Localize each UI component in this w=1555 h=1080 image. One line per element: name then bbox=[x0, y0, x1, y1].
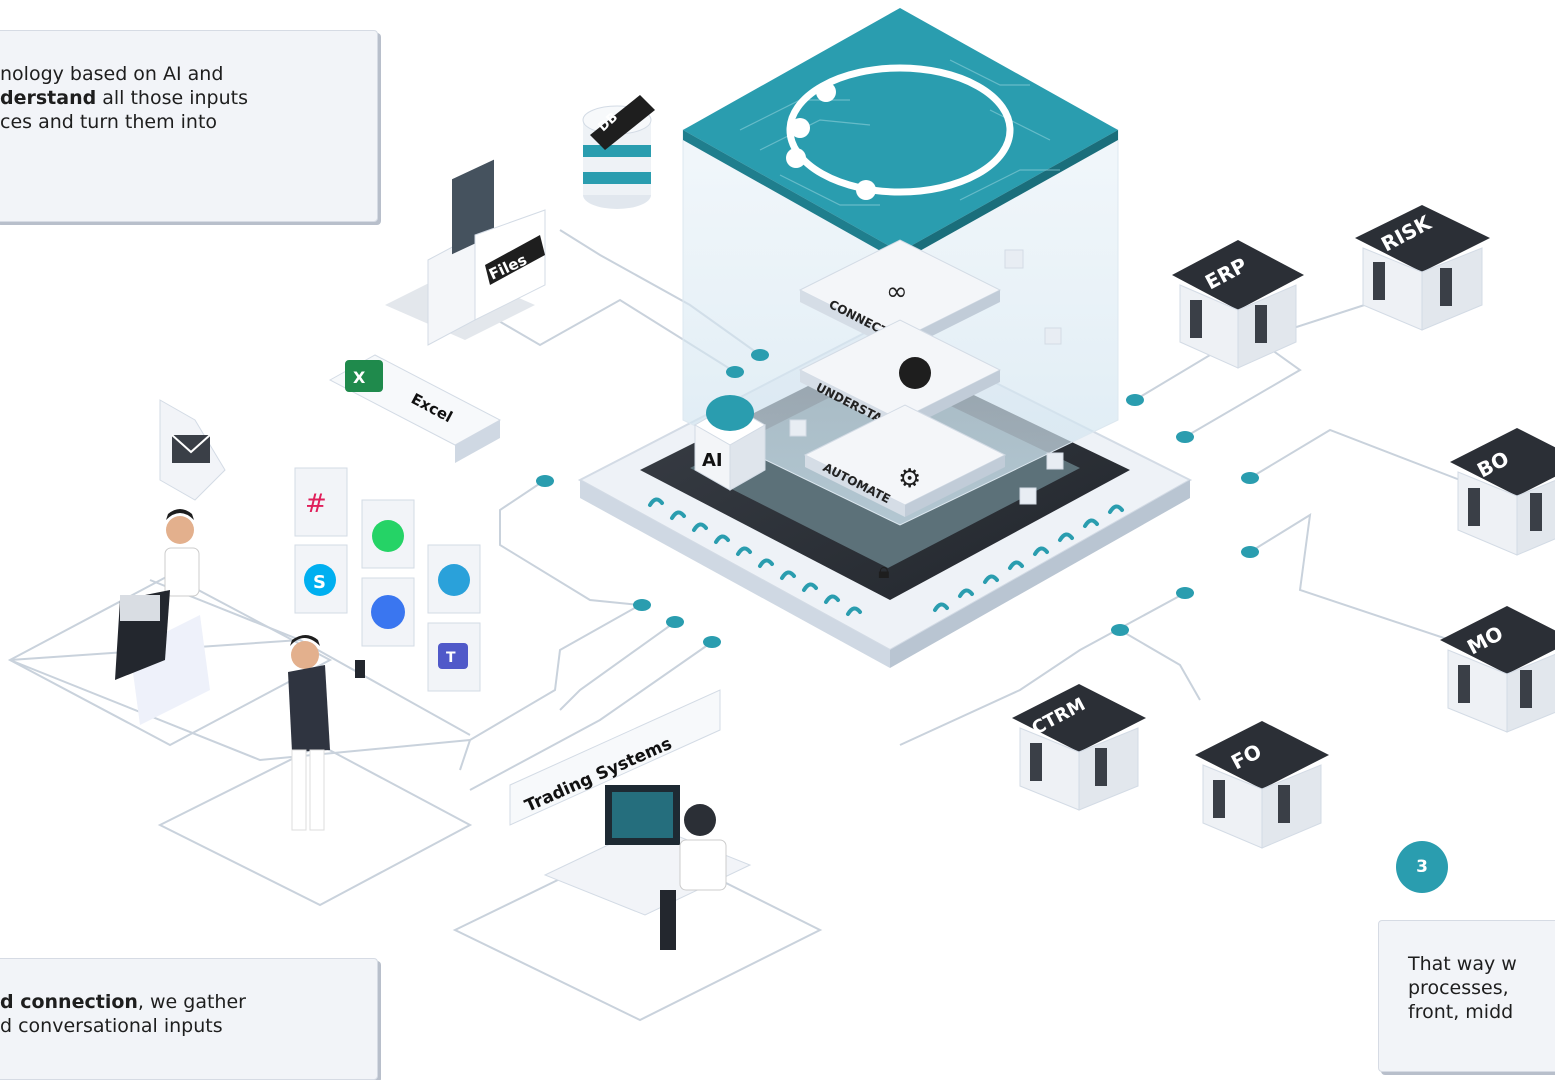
svg-text:T: T bbox=[446, 650, 456, 666]
step-badge: 3 bbox=[1396, 841, 1448, 893]
link-icon: ∞ bbox=[886, 277, 908, 307]
lock-icon: 🔒︎ bbox=[878, 559, 890, 584]
telegram-icon bbox=[427, 544, 481, 614]
integration-diagram: ∞ CONNECT UNDERSTAND ⚙ AUTOMATE 🔒︎ AI bbox=[7, 8, 1555, 1022]
svg-text:X: X bbox=[353, 368, 366, 387]
processor-top bbox=[683, 8, 1118, 262]
whatsapp-icon bbox=[361, 499, 415, 569]
floating-cubes bbox=[789, 249, 1064, 505]
teams-icon: T bbox=[427, 622, 481, 692]
callout-top-left bbox=[0, 30, 378, 222]
person-desk bbox=[543, 785, 752, 950]
signal-icon bbox=[361, 577, 415, 647]
connection-dots bbox=[536, 349, 1259, 648]
skype-icon: S bbox=[294, 544, 348, 614]
server-mo: MO bbox=[1440, 606, 1555, 733]
ai-label: AI bbox=[702, 450, 723, 471]
person-laptop bbox=[115, 509, 210, 725]
server-risk: RISK bbox=[1355, 205, 1490, 331]
callout-bottom-right-text: That way w processes, front, midd bbox=[1408, 953, 1517, 1023]
bulb-icon bbox=[899, 357, 931, 389]
callout-top-left-text: nology based on AI and derstand all thos… bbox=[0, 63, 248, 133]
layer-automate: ⚙ AUTOMATE bbox=[803, 404, 1007, 517]
messaging-apps: # S T bbox=[294, 467, 481, 692]
slack-icon: # bbox=[294, 467, 348, 537]
folder-icon: Files bbox=[385, 159, 546, 346]
server-erp: ERP bbox=[1172, 240, 1304, 369]
mail-icon bbox=[159, 399, 226, 501]
database-icon: DB bbox=[582, 95, 655, 209]
server-ctrm: CTRM bbox=[1012, 684, 1146, 811]
person-phone bbox=[288, 635, 365, 831]
svg-text:#: # bbox=[305, 489, 327, 519]
excel-icon: X Excel bbox=[328, 354, 502, 463]
ai-cube: AI bbox=[693, 395, 767, 491]
svg-text:S: S bbox=[313, 572, 326, 593]
callout-bottom-left-text: d connection, we gather d conversational… bbox=[0, 991, 246, 1037]
chip-pins bbox=[648, 497, 1124, 616]
ring bbox=[786, 64, 1014, 196]
brain-icon bbox=[706, 395, 754, 431]
server-bo: BO bbox=[1450, 428, 1555, 556]
server-fo: FO bbox=[1195, 721, 1329, 849]
gear-icon: ⚙ bbox=[898, 464, 921, 494]
